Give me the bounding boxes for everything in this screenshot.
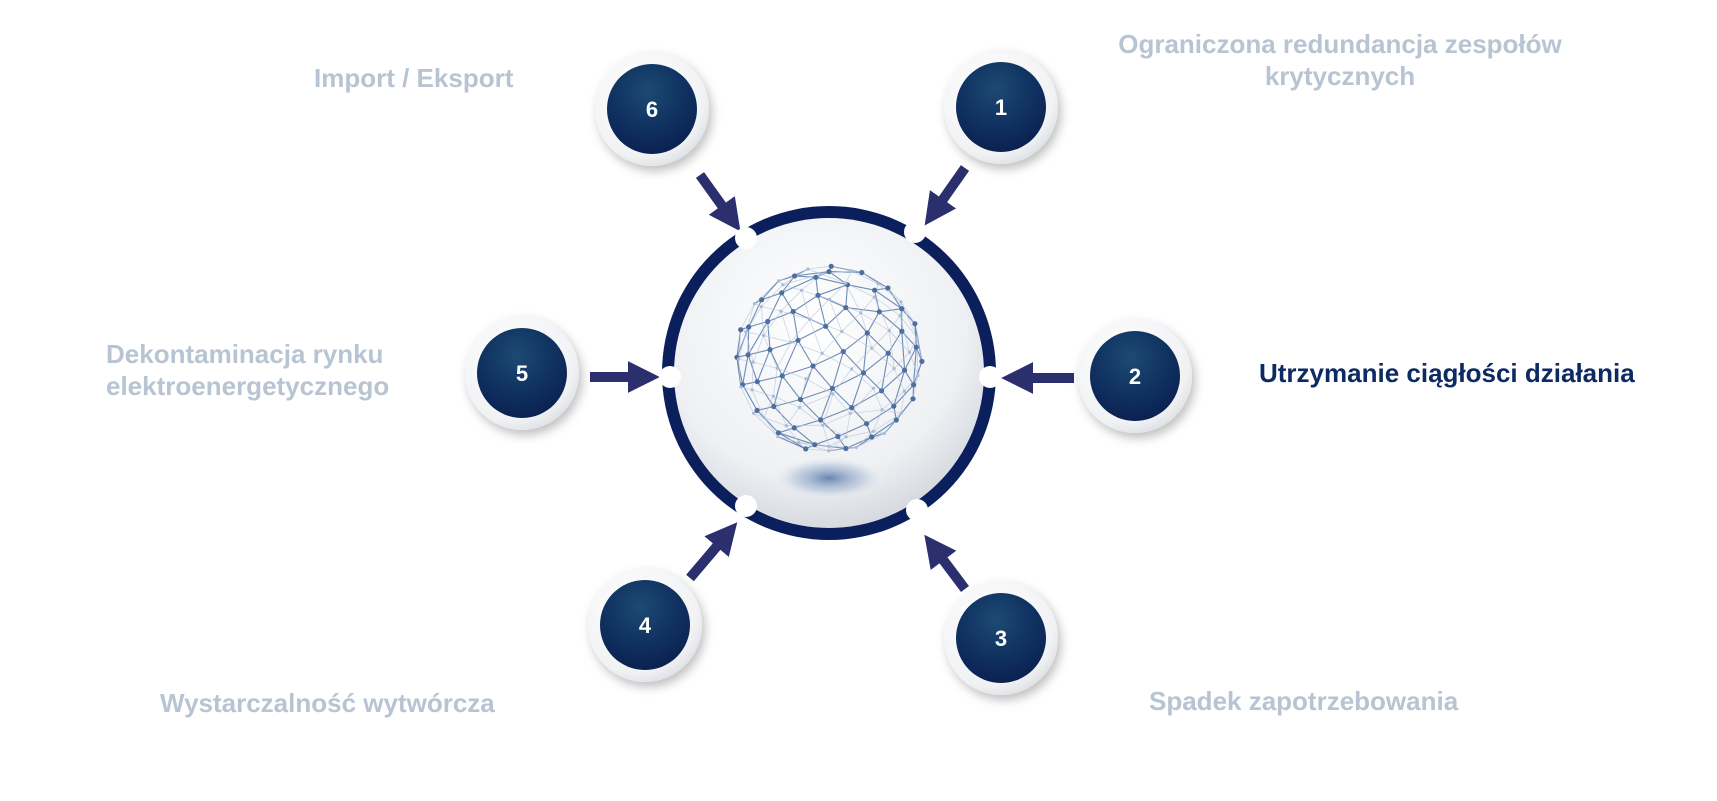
node-4: 4 [588, 568, 702, 682]
nodes-layer: 1 2 3 4 5 6 [465, 50, 1192, 695]
arrow-3 [924, 534, 969, 592]
node-1-disc [956, 62, 1046, 152]
node-3: 3 [944, 581, 1058, 695]
node-3-label-line-1: Spadek zapotrzebowania [1149, 686, 1459, 716]
node-5-disc [477, 328, 567, 418]
node-4-number: 4 [639, 613, 652, 638]
node-1-label-line-2: krytycznych [1264, 61, 1416, 91]
connector-dot-3 [906, 499, 928, 521]
node-3-label: Spadek zapotrzebowania [1149, 685, 1458, 717]
node-5-label-line-1: Dekontaminacja rynku [106, 339, 384, 369]
node-2: 2 [1078, 319, 1192, 433]
node-2-label-line-1: Utrzymanie ciągłości działania [1259, 358, 1635, 388]
connector-dot-6 [735, 227, 757, 249]
node-1-label-line-1: Ograniczona redundancja zespołów [1118, 29, 1562, 59]
center-hub [662, 206, 996, 540]
node-1-number: 1 [995, 95, 1007, 120]
node-3-disc [956, 593, 1046, 683]
node-4-disc [600, 580, 690, 670]
arrow-6 [695, 172, 741, 232]
node-6: 6 [595, 52, 709, 166]
network-globe-icon [734, 263, 925, 453]
globe-shadow [771, 456, 887, 500]
node-6-number: 6 [646, 97, 658, 122]
node-2-number: 2 [1129, 364, 1141, 389]
connector-dot-1 [904, 221, 926, 243]
connector-dot-2 [979, 366, 1001, 388]
node-6-label-line-1: Import / Eksport [314, 63, 514, 93]
connector-dot-4 [735, 495, 757, 517]
node-6-disc [607, 64, 697, 154]
node-1: 1 [944, 50, 1058, 164]
node-2-label: Utrzymanie ciągłości działania [1259, 357, 1635, 389]
arrow-1 [924, 165, 970, 226]
node-5: 5 [465, 316, 579, 430]
node-1-label: Ograniczona redundancja zespołów krytycz… [1090, 28, 1590, 92]
node-5-number: 5 [516, 361, 528, 386]
node-5-label-line-2: elektroenergetycznego [106, 371, 390, 401]
node-5-label: Dekontaminacja rynku elektroenergetyczne… [106, 338, 389, 402]
node-4-label: Wystarczalność wytwórcza [160, 687, 495, 719]
node-4-label-line-1: Wystarczalność wytwórcza [160, 688, 495, 718]
node-2-disc [1090, 331, 1180, 421]
node-6-label: Import / Eksport [314, 62, 513, 94]
node-3-number: 3 [995, 626, 1007, 651]
arrows-layer [590, 165, 1074, 592]
connector-dot-5 [659, 366, 681, 388]
arrow-4 [686, 522, 738, 582]
connector-dots-layer [659, 221, 1001, 521]
center-disc [674, 218, 984, 528]
